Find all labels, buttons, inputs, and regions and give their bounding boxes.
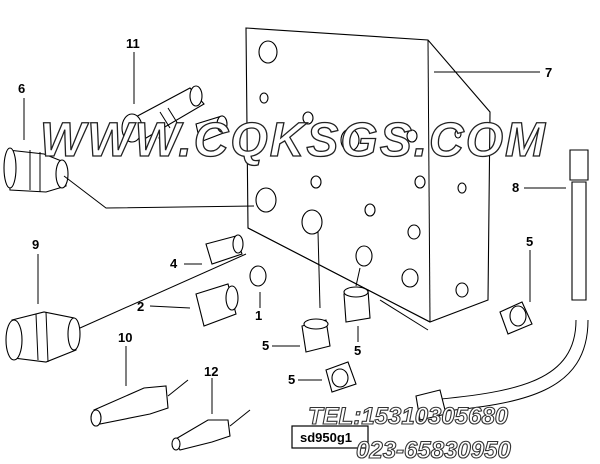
callout-10: 10 [118,330,132,345]
callout-5d: 5 [526,234,533,249]
watermark-site: WWW.CQKSGS.COM [40,114,547,167]
fitting-large [5,311,81,363]
drawing-code: sd950g1 [300,430,352,445]
drawing-code-box: sd950g1 [291,425,369,449]
caps [301,286,533,393]
callout-9: 9 [32,237,39,252]
callout-labels: 1 2 3 4 5 5 5 5 6 7 8 9 10 11 12 [18,36,552,387]
fitting-hose-a [90,379,189,427]
fitting-upper [121,85,205,143]
callout-3: 3 [158,128,165,143]
callout-7: 7 [545,65,552,80]
callout-5a: 5 [262,338,269,353]
o-ring [249,265,267,287]
callout-12: 12 [204,364,218,379]
callout-5b: 5 [354,343,361,358]
watermark-tel: TEL:15310305680 [308,403,509,430]
callout-1: 1 [255,308,262,323]
callout-5c: 5 [288,372,295,387]
fitting-small [195,115,228,143]
callout-4: 4 [170,256,178,271]
leader-lines [23,52,566,414]
mounting-plate [245,27,491,323]
callout-8: 8 [512,180,519,195]
callout-11: 11 [126,36,140,51]
hose [415,149,589,421]
plug-small [205,234,244,265]
callout-2: 2 [137,299,144,314]
fitting-hose-b [171,409,251,451]
callout-6: 6 [18,81,25,96]
fitting-left [3,147,69,193]
plug-large [195,283,239,327]
watermark-phone: 023-65830950 [356,437,511,464]
